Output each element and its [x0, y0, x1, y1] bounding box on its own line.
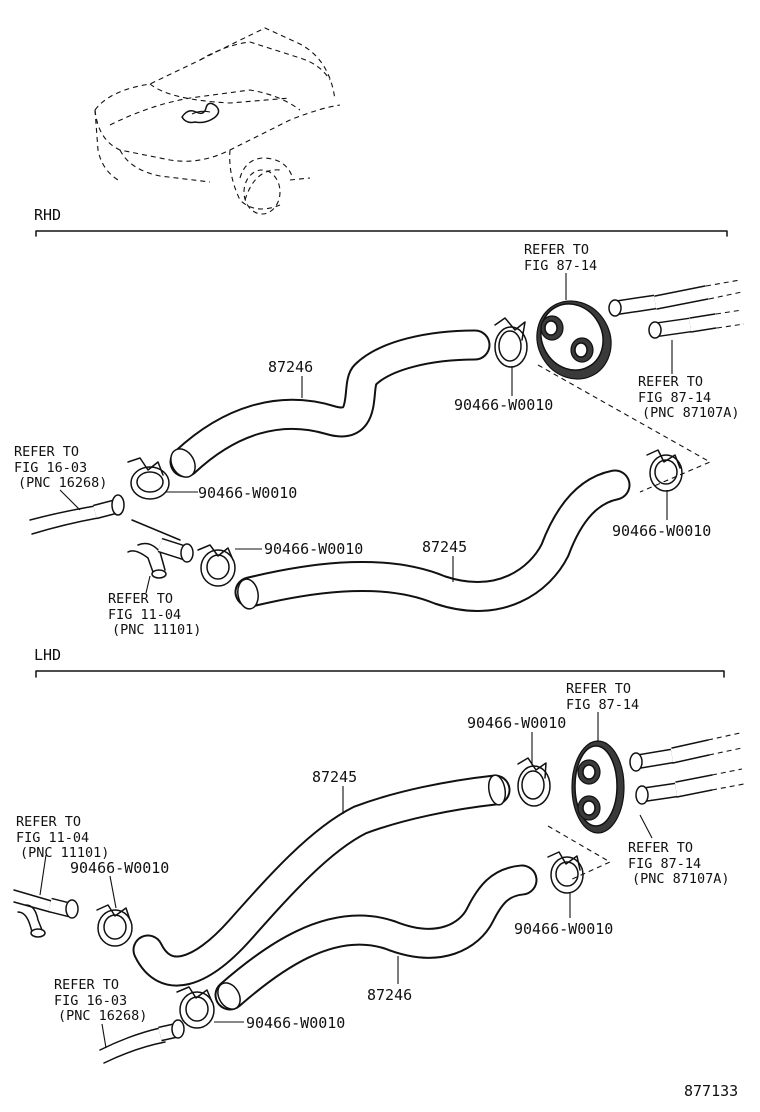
lhd-label-clamp-top: 90466-W0010 [467, 714, 566, 732]
rhd-hose-87246 [169, 329, 491, 478]
rhd-bracket [35, 230, 728, 237]
rhd-dashed-guide [537, 364, 712, 493]
rhd-left-pipes [29, 494, 194, 579]
rhd-clamp-left [127, 457, 170, 500]
lhd-label-clamp-lower: 90466-W0010 [246, 1014, 345, 1032]
rhd-label-clamp-left: 90466-W0010 [198, 484, 297, 502]
lhd-left-pipes [13, 889, 185, 1064]
lhd-bracket [35, 670, 725, 678]
rhd-heater-pipes [608, 279, 745, 339]
lhd-heater-pipes [629, 732, 745, 805]
lhd-leader-pipes [639, 814, 653, 839]
lhd-label-clamp-left: 90466-W0010 [70, 859, 169, 877]
car-illustration [94, 27, 341, 215]
lhd-clamp-left [96, 904, 133, 947]
rhd-section: RHD [14, 206, 745, 638]
rhd-label-87245: 87245 [422, 538, 467, 556]
rhd-clamp-lower [197, 544, 236, 587]
rhd-label-clamp-top: 90466-W0010 [454, 396, 553, 414]
rhd-label-clamp-right: 90466-W0010 [612, 522, 711, 540]
rhd-grommet [536, 300, 612, 380]
rhd-leader-left-lower [145, 575, 151, 594]
lhd-ref-grommet: REFER TO FIG 87-14 [566, 681, 639, 713]
rhd-ref-grommet: REFER TO FIG 87-14 [524, 242, 597, 274]
rhd-clamp-top [494, 317, 528, 368]
lhd-clamp-right [547, 851, 584, 894]
rhd-hose-87245 [234, 469, 631, 612]
lhd-section-label: LHD [34, 646, 61, 664]
lhd-hose-87245 [132, 774, 511, 987]
lhd-clamp-lower [176, 986, 215, 1029]
rhd-label-87246: 87246 [268, 358, 313, 376]
rhd-ref-left-upper: REFER TO FIG 16-03 (PNC 16268) [14, 444, 107, 491]
rhd-label-clamp-lower: 90466-W0010 [264, 540, 363, 558]
lhd-ref-pipes: REFER TO FIG 87-14 (PNC 87107A) [628, 840, 730, 887]
lhd-leader-clamp-left [109, 875, 117, 909]
lhd-hose-87246 [214, 864, 538, 1011]
lhd-leader-left-upper [39, 854, 47, 896]
figure-number: 877133 [684, 1082, 738, 1100]
lhd-ref-left-upper: REFER TO FIG 11-04 (PNC 11101) [16, 814, 109, 861]
lhd-label-87246: 87246 [367, 986, 412, 1004]
rhd-ref-pipes: REFER TO FIG 87-14 (PNC 87107A) [638, 374, 740, 421]
lhd-dashed-guide [547, 825, 612, 881]
lhd-section: LHD [13, 646, 745, 1064]
rhd-section-label: RHD [34, 206, 61, 224]
lhd-clamp-top [517, 757, 551, 807]
hose-location-mark [181, 102, 220, 124]
rhd-clamp-right [646, 449, 683, 492]
lhd-label-clamp-right: 90466-W0010 [514, 920, 613, 938]
rhd-leader-left-upper [59, 489, 81, 511]
lhd-leader-left-lower [101, 1023, 107, 1049]
lhd-ref-left-lower: REFER TO FIG 16-03 (PNC 16268) [54, 977, 147, 1024]
lhd-grommet [571, 740, 625, 834]
lhd-label-87245: 87245 [312, 768, 357, 786]
rhd-ref-left-lower: REFER TO FIG 11-04 (PNC 11101) [108, 591, 201, 638]
